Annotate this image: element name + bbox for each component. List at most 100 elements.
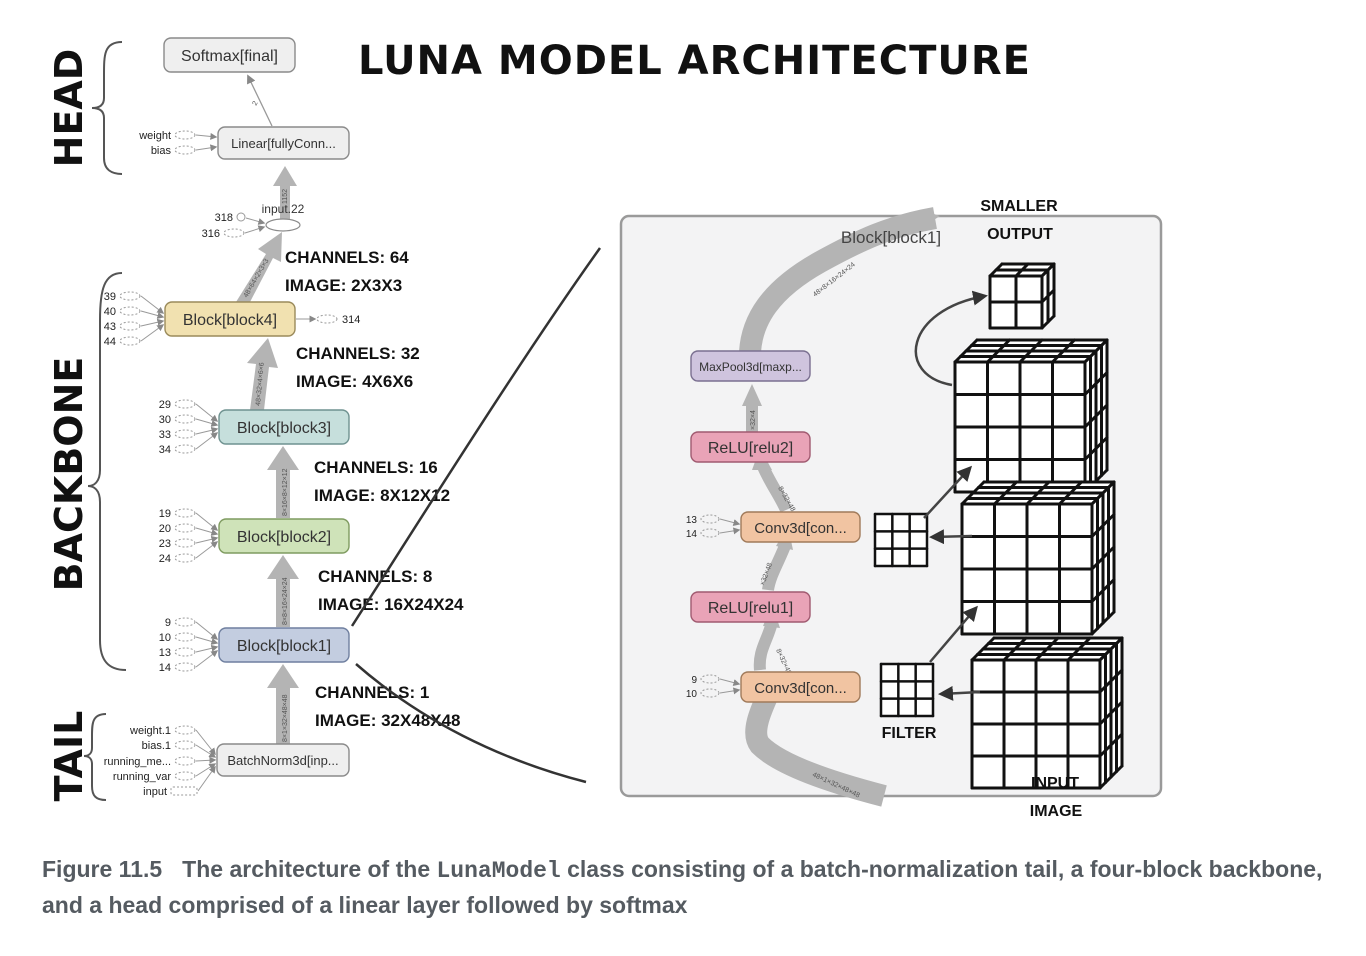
linear-params: weight bias	[138, 130, 171, 157]
filter-2	[873, 512, 929, 568]
block3-params: 29 30 33 34	[159, 399, 171, 456]
batchnorm-node[interactable]: BatchNorm3d[inp...	[216, 743, 350, 777]
pool-arrow	[914, 290, 988, 387]
block4-out-param: 314	[342, 314, 360, 326]
flow-arrow-block3-block4	[247, 338, 278, 410]
svg-text:20: 20	[159, 523, 171, 535]
maxpool-node[interactable]: MaxPool3d[maxp...	[690, 350, 811, 382]
softmax-label: Softmax[final]	[181, 48, 278, 65]
svg-text:23: 23	[159, 538, 171, 550]
input-image-label-1: INPUT	[1031, 775, 1079, 792]
linear-node[interactable]: Linear[fullyConn...	[217, 126, 350, 160]
block4-node[interactable]: Block[block4]	[164, 301, 296, 337]
svg-text:10: 10	[686, 689, 698, 700]
zoom-line-bottom	[355, 663, 587, 784]
relu2-node[interactable]: ReLU[relu2]	[690, 431, 811, 463]
svg-text:9: 9	[691, 675, 697, 686]
main-flow-arrows	[236, 166, 299, 744]
flow-arrow-block4-input22	[236, 232, 282, 302]
svg-text:19: 19	[159, 508, 171, 520]
input-image-label-2: IMAGE	[1030, 803, 1083, 820]
svg-text:24: 24	[159, 553, 171, 565]
annotation-block2-channels: CHANNELS: 16	[314, 458, 438, 477]
conv2-node[interactable]: Conv3d[con...	[740, 511, 861, 543]
cube-illustrations	[873, 262, 1124, 790]
conv1-in-arrow	[938, 685, 981, 701]
smaller-output-label-2: OUTPUT	[987, 226, 1053, 243]
flow-arrow-input22-linear	[273, 166, 297, 220]
annotation-block3-image: IMAGE: 4X6X6	[296, 372, 413, 391]
conv1-label: Conv3d[con...	[754, 680, 847, 697]
edge-label-block1-out: 8×8×16×24×24	[282, 577, 289, 625]
batchnorm-params: weight.1 bias.1 running_me... running_va…	[104, 725, 172, 798]
detail-input-flow	[745, 685, 887, 807]
relu1-node[interactable]: ReLU[relu1]	[690, 591, 811, 623]
filter-1	[879, 662, 935, 718]
annotation-block1-image: IMAGE: 16X24X24	[318, 595, 464, 614]
svg-text:318: 318	[215, 212, 233, 224]
edge-label-batchnorm-out: 8×1×32×48×48	[282, 694, 289, 742]
annotation-block1-channels: CHANNELS: 8	[318, 567, 432, 586]
block1-node[interactable]: Block[block1]	[218, 627, 350, 663]
batchnorm-label: BatchNorm3d[inp...	[227, 753, 338, 768]
detail-edge-maxpool-in: ×32×4	[750, 410, 757, 430]
tail-brace	[83, 713, 107, 801]
relu2-feature-cube	[953, 338, 1109, 494]
svg-text:30: 30	[159, 414, 171, 426]
svg-text:bias.1: bias.1	[142, 740, 171, 752]
svg-text:14: 14	[159, 662, 171, 674]
svg-text:running_me...: running_me...	[104, 756, 171, 768]
flow-arrow-block1-block2	[267, 555, 299, 627]
annotation-block4-channels: CHANNELS: 64	[285, 248, 409, 267]
svg-text:10: 10	[159, 632, 171, 644]
caption-code: LunaModel	[436, 858, 561, 884]
annotation-block3-channels: CHANNELS: 32	[296, 344, 420, 363]
diagram-title: LUNA MODEL ARCHITECTURE	[358, 38, 1031, 84]
svg-text:43: 43	[104, 321, 116, 333]
arrow-linear-softmax	[247, 74, 273, 127]
detail-output-flow	[739, 207, 937, 354]
softmax-node[interactable]: Softmax[final]	[163, 37, 296, 73]
svg-text:input: input	[143, 786, 167, 798]
svg-text:29: 29	[159, 399, 171, 411]
block2-label: Block[block2]	[237, 529, 331, 546]
block3-node[interactable]: Block[block3]	[218, 409, 350, 445]
svg-text:39: 39	[104, 291, 116, 303]
conv1-node[interactable]: Conv3d[con...	[740, 671, 861, 703]
annotation-tail-channels: CHANNELS: 1	[315, 683, 429, 702]
head-label: HEAD	[47, 49, 91, 168]
maxpool-label: MaxPool3d[maxp...	[699, 360, 802, 374]
conv2-in-arrow	[929, 529, 973, 545]
block1-params: 9 10 13 14	[159, 617, 171, 674]
input22-label: input.22	[262, 202, 305, 216]
zoom-line-top	[350, 247, 602, 627]
svg-text:9: 9	[165, 617, 171, 629]
svg-text:weight.1: weight.1	[129, 725, 171, 737]
smaller-output-label-1: SMALLER	[980, 198, 1058, 215]
output-cube	[988, 262, 1056, 330]
svg-text:33: 33	[159, 429, 171, 441]
backbone-brace	[87, 272, 127, 671]
block4-params: 39 40 43 44	[104, 291, 116, 348]
conv1-out-arrow	[929, 605, 978, 663]
annotation-block2-image: IMAGE: 8X12X12	[314, 486, 450, 505]
flow-arrow-batchnorm-block1	[267, 664, 299, 744]
svg-text:44: 44	[104, 336, 116, 348]
block2-node[interactable]: Block[block2]	[218, 518, 350, 554]
conv2-feature-cube	[960, 480, 1116, 636]
svg-text:running_var: running_var	[113, 771, 171, 783]
conv2-out-arrow	[923, 465, 973, 519]
tail-label: TAIL	[47, 711, 91, 802]
input22-node: input.22	[262, 202, 305, 232]
svg-text:40: 40	[104, 306, 116, 318]
block4-label: Block[block4]	[183, 312, 277, 329]
detail-title: Block[block1]	[841, 228, 941, 247]
edge-label-block3-out: 48×32×4×6×6	[255, 362, 266, 406]
block1-label: Block[block1]	[237, 638, 331, 655]
conv1-params: 9 10	[686, 675, 698, 700]
backbone-label: BACKBONE	[47, 357, 91, 592]
figure-number: Figure 11.5	[42, 856, 163, 882]
param-bias: bias	[151, 145, 172, 157]
